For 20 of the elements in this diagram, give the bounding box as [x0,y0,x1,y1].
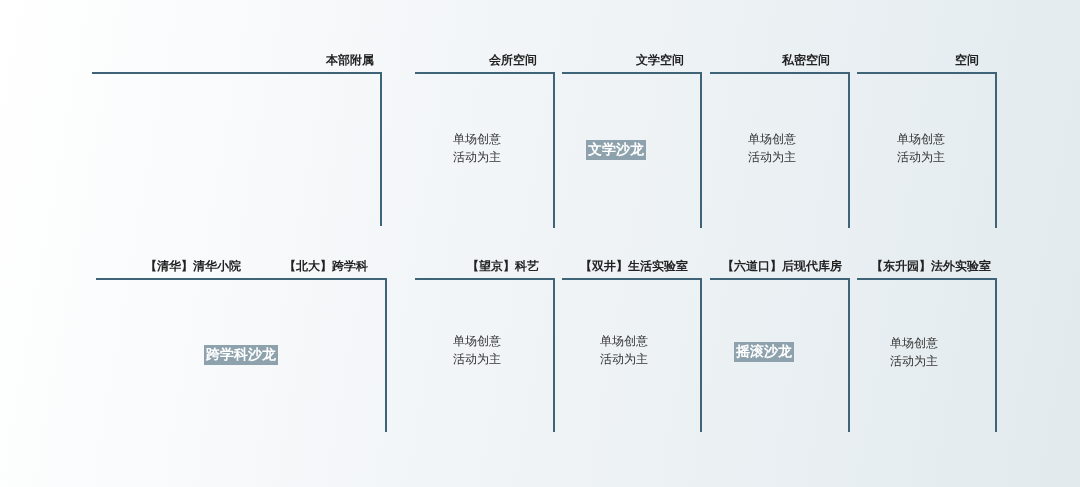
panel-heading: 【六道口】后现代库房 [722,258,842,275]
panel-heading: 文学空间 [636,52,684,69]
panel-note: 单场创意活动为主 [453,131,502,166]
panel-note: 单场创意活动为主 [600,333,649,368]
panel-heading: 【双井】生活实验室 [580,258,688,275]
panel-heading: 本部附属 [326,52,374,69]
panel-note: 单场创意活动为主 [748,131,797,166]
salon-label: 跨学科沙龙 [204,345,278,365]
panel-heading: 【东升园】法外实验室 [871,258,991,275]
salon-label: 文学沙龙 [586,140,646,160]
panel-note: 单场创意活动为主 [453,333,502,368]
salon-label: 摇滚沙龙 [734,342,794,362]
panel-heading: 【清华】清华小院 [145,258,241,275]
panel-heading: 私密空间 [782,52,830,69]
panel-heading: 【望京】科艺 [467,258,539,275]
panel-heading: 会所空间 [489,52,537,69]
panel-note: 单场创意活动为主 [890,335,939,370]
panel-heading: 空间 [955,52,979,69]
panel-heading: 【北大】跨学科 [284,258,368,275]
panel-note: 单场创意活动为主 [897,131,946,166]
